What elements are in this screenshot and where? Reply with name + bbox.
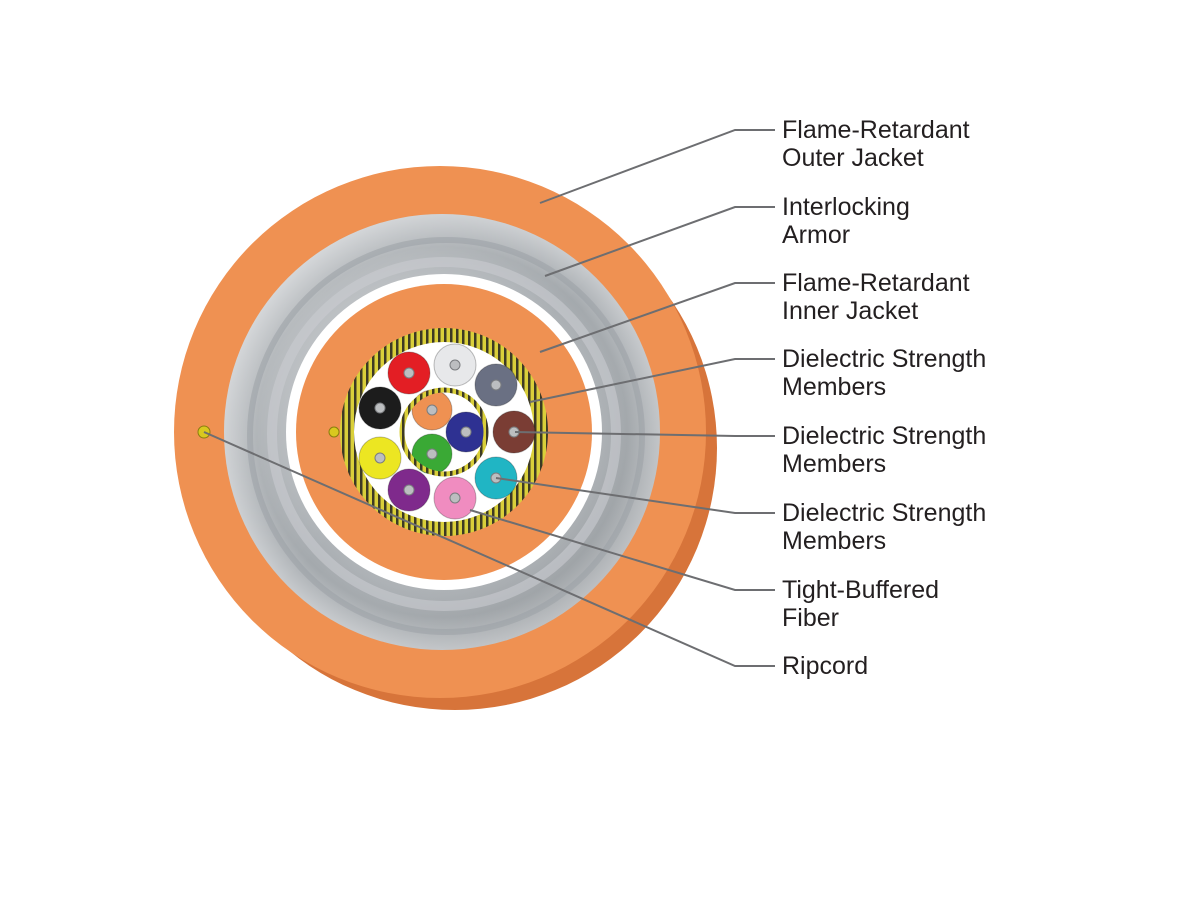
cable-cross-section [174, 166, 717, 710]
leader-line-strength-1 [529, 358, 775, 403]
label-line: Dielectric Strength [782, 499, 986, 527]
label-line: Flame-Retardant [782, 116, 970, 144]
label-line: Fiber [782, 604, 839, 632]
label-line: Ripcord [782, 652, 868, 680]
fiber-core [490, 379, 502, 391]
central-strength-member [399, 387, 489, 477]
label-line: Members [782, 373, 886, 401]
tight-buffered-fibers [358, 343, 536, 520]
fiber-core [403, 367, 415, 379]
fiber-brown [492, 410, 536, 454]
fiber-rose [433, 476, 477, 520]
label-line: Tight-Buffered [782, 576, 939, 604]
fiber-slate [474, 363, 518, 407]
leader-line-inner-jacket [539, 282, 775, 353]
fiber-core [449, 359, 461, 371]
fiber-core [426, 404, 438, 416]
fiber-violet [387, 468, 431, 512]
fiber-green [411, 433, 453, 475]
label-line: Armor [782, 221, 850, 249]
leader-line-outer-jacket [539, 129, 775, 204]
fiber-white [433, 343, 477, 387]
label-line: Inner Jacket [782, 297, 918, 325]
label-line: Outer Jacket [782, 144, 924, 172]
leader-line-fiber [469, 509, 775, 591]
label-line: Interlocking [782, 193, 910, 221]
leader-line-strength-3 [495, 477, 775, 514]
ripcord-inner [328, 426, 340, 438]
label-line: Flame-Retardant [782, 269, 970, 297]
label-ripcord: Ripcord [782, 652, 868, 680]
fiber-core [374, 402, 386, 414]
fiber-red [387, 351, 431, 395]
callout-leaders [203, 129, 775, 667]
label-line: Members [782, 527, 886, 555]
fiber-core [403, 484, 415, 496]
leader-line-strength-2 [514, 431, 775, 437]
fiber-core [374, 452, 386, 464]
leader-line-armor [544, 206, 775, 277]
label-line: Dielectric Strength [782, 345, 986, 373]
fiber-core [460, 426, 472, 438]
label-line: Members [782, 450, 886, 478]
fiber-blue [445, 411, 487, 453]
fiber-core [449, 492, 461, 504]
fiber-core [426, 448, 438, 460]
armor-groove [247, 237, 645, 635]
fiber-black [358, 386, 402, 430]
label-line: Dielectric Strength [782, 422, 986, 450]
fiber-yellow [358, 436, 402, 480]
leader-line-ripcord [203, 431, 775, 667]
